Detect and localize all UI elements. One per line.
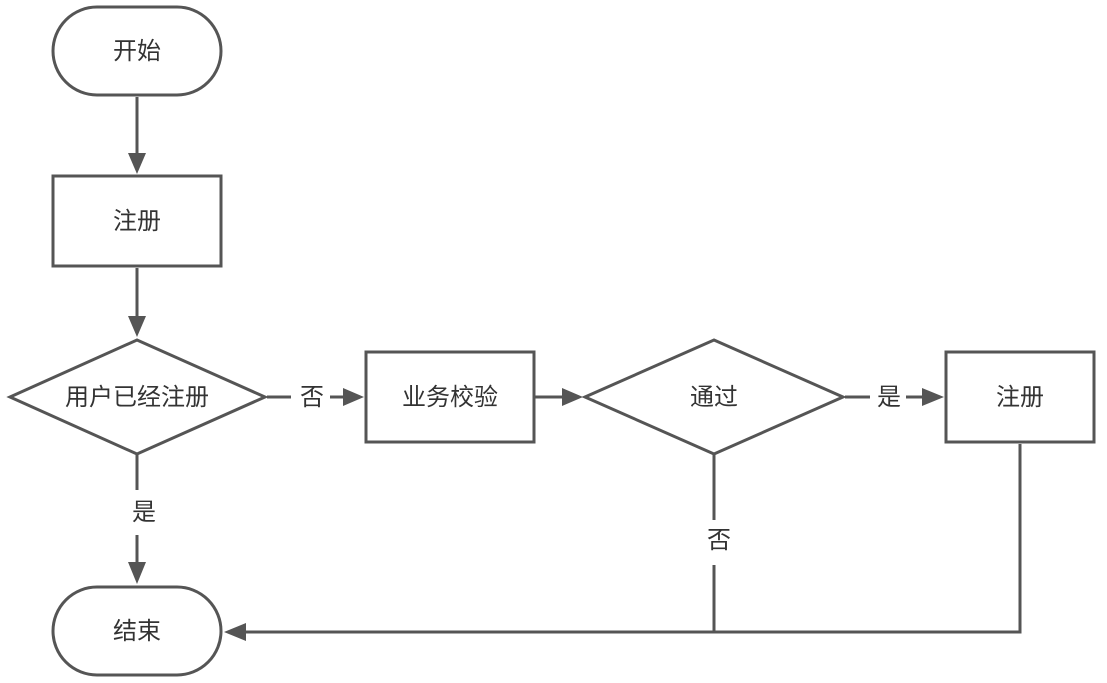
edge-label-registered-no: 否 [300,383,324,411]
edge-label-registered-yes: 是 [132,498,156,526]
node-business-check-label: 业务校验 [402,383,498,411]
edge-start-to-register [128,97,146,174]
node-start: 开始 [51,5,223,97]
node-end: 结束 [51,585,223,677]
node-registered-check: 用户已经注册 [6,338,269,456]
node-start-label: 开始 [113,37,161,65]
node-register-2-label: 注册 [996,383,1044,411]
edge-label-pass-no: 否 [707,526,731,554]
edge-check-to-business: 否 [267,383,364,411]
edge-register-to-check [128,268,146,337]
node-register-2: 注册 [944,350,1096,444]
node-pass-check-label: 通过 [690,383,738,411]
node-register-1: 注册 [51,174,223,268]
edge-pass-to-register2: 是 [845,383,944,411]
node-registered-check-label: 用户已经注册 [65,383,209,411]
edge-business-to-pass [535,388,583,406]
edge-check-to-end: 是 [128,455,156,584]
edge-label-pass-yes: 是 [877,383,901,411]
edge-register2-to-end [224,444,1022,641]
node-pass-check: 通过 [581,338,847,456]
node-register-1-label: 注册 [113,207,161,235]
node-end-label: 结束 [113,617,161,645]
node-business-check: 业务校验 [364,350,536,444]
edge-pass-to-end: 否 [707,455,731,632]
